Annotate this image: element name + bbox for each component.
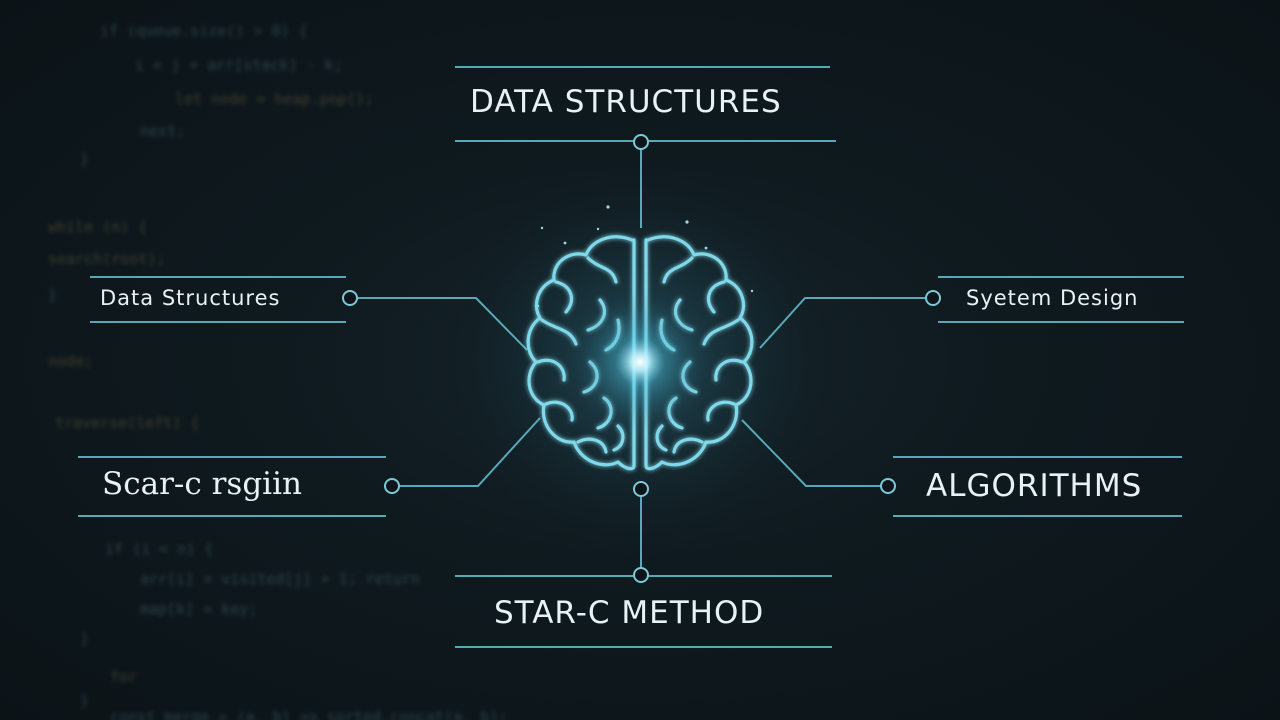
label-bottom: STAR-C METHOD	[494, 595, 765, 631]
connector-right-upper	[759, 297, 925, 349]
connector-left-upper	[358, 297, 528, 351]
connectors	[358, 150, 925, 568]
connector-nodes	[342, 134, 941, 583]
node-right-upper	[925, 290, 941, 306]
node-top	[633, 134, 649, 150]
label-right-upper: Syetem Design	[966, 286, 1139, 310]
node-left-upper	[342, 290, 358, 306]
sparkles	[536, 205, 754, 308]
brain-right-outline	[644, 235, 754, 471]
label-left-lower: Scar-c rsgiin	[102, 466, 302, 502]
label-left-upper: Data Structures	[100, 286, 281, 310]
connector-right-lower	[741, 419, 881, 487]
brain-core-glow	[570, 292, 710, 432]
node-bottom	[633, 567, 649, 583]
label-right-lower: ALGORITHMS	[926, 468, 1143, 504]
node-right-lower	[880, 478, 896, 494]
label-top: DATA STRUCTURES	[470, 84, 782, 120]
node-left-lower	[384, 478, 400, 494]
brain-left-outline	[526, 235, 636, 471]
node-bottom-upper	[633, 481, 649, 497]
connector-left-lower	[400, 417, 541, 487]
